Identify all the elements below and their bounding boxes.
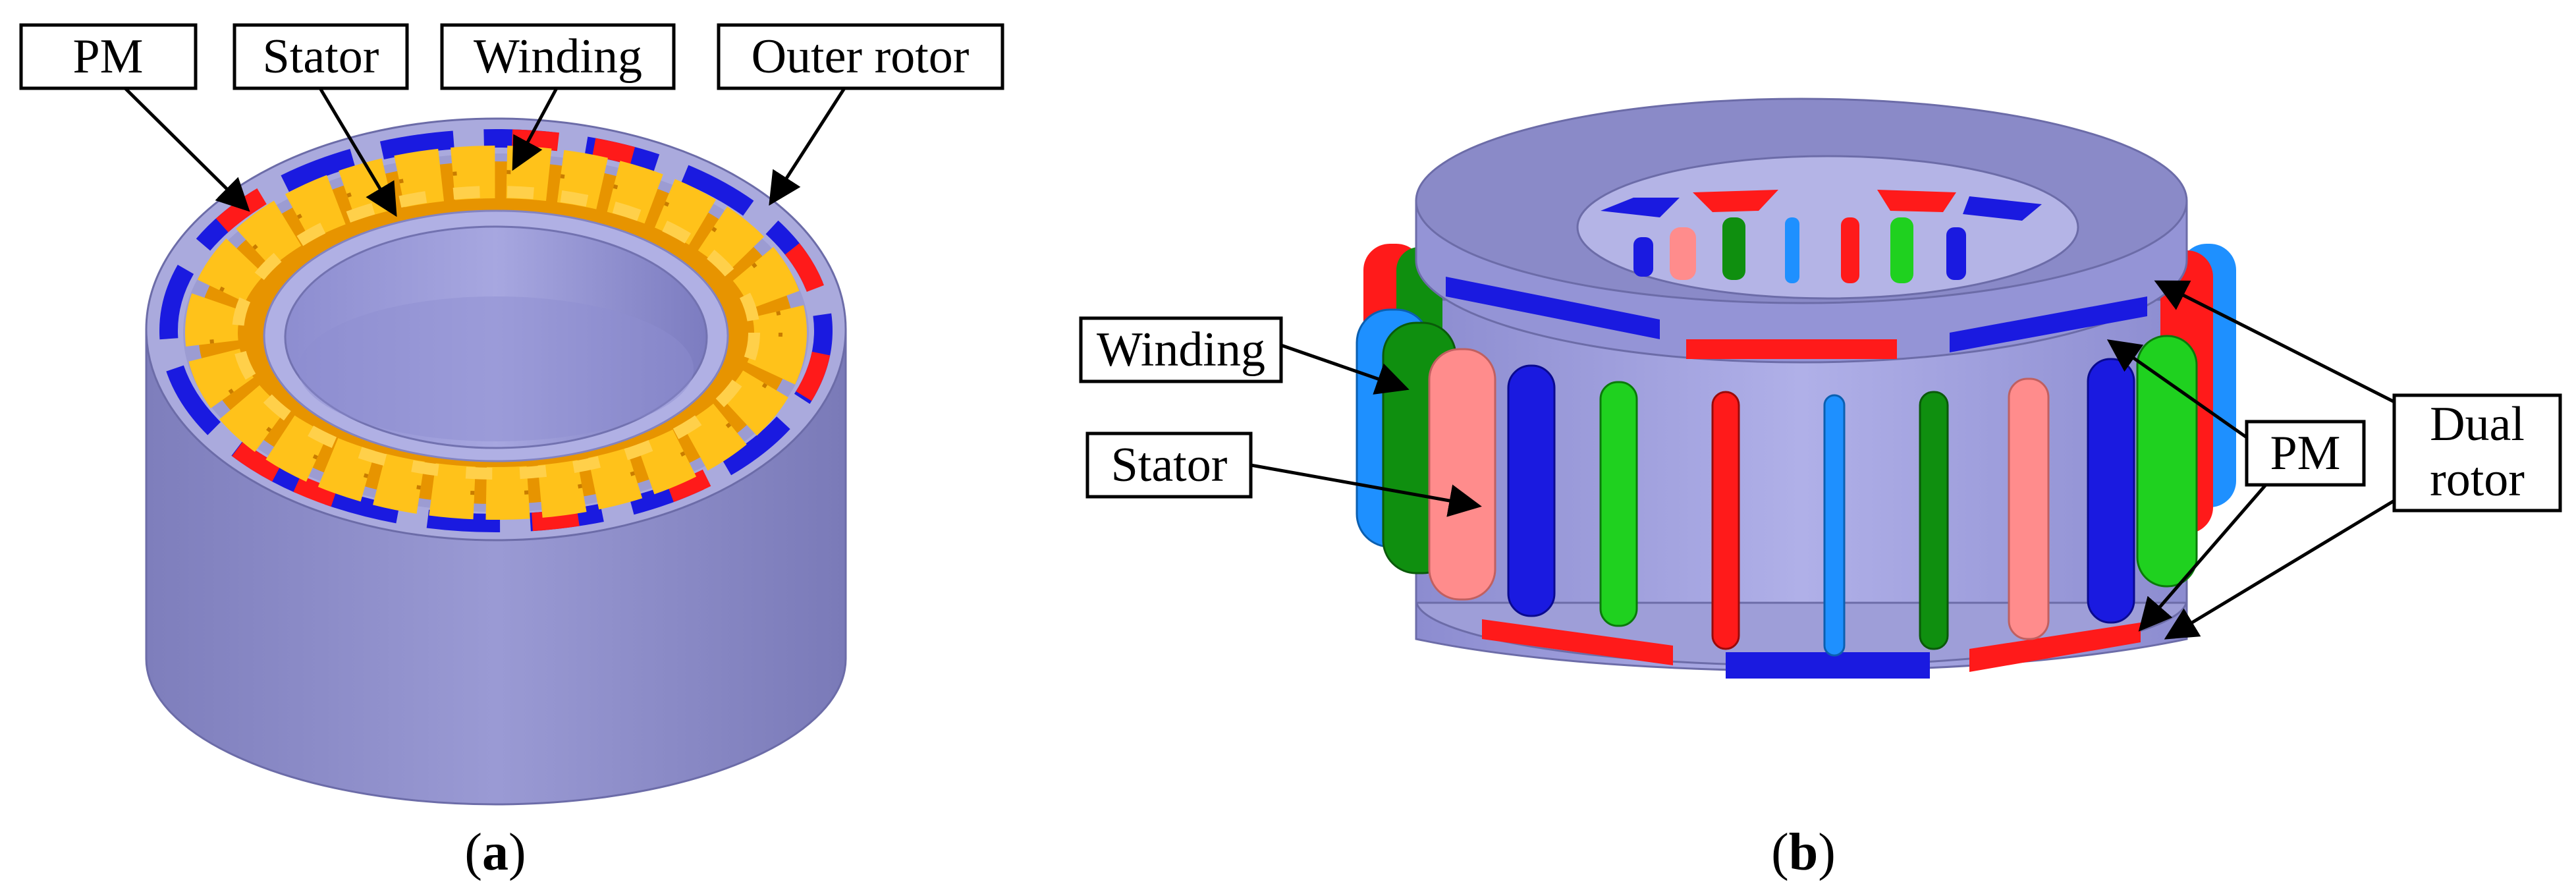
callout-label: Winding xyxy=(474,30,642,84)
inner-pm-ring xyxy=(1601,190,2042,283)
callout-stator-a: Stator xyxy=(233,23,409,217)
callout-label: Outer rotor xyxy=(752,30,970,84)
callout-label: Stator xyxy=(263,30,379,84)
callout-winding-b: Winding xyxy=(1079,316,1410,395)
callout-label: Stator xyxy=(1111,438,1228,492)
callout-label-line2: rotor xyxy=(2430,453,2525,507)
upper-pm-band xyxy=(1446,277,2147,359)
callout-stator-b: Stator xyxy=(1085,431,1482,517)
stator-bore xyxy=(284,225,708,449)
panel-a-motor xyxy=(145,117,847,806)
caption-a: (a) xyxy=(464,823,526,881)
callout-label: PM xyxy=(73,30,144,84)
callout-pm-b: PM xyxy=(2106,339,2366,632)
panel-b-motor xyxy=(1356,97,2236,679)
lower-pm-band xyxy=(1482,619,2141,679)
callout-dual-rotor-b: Dual rotor xyxy=(2154,280,2562,640)
callout-pm-a: PM xyxy=(19,23,250,212)
callout-label: Winding xyxy=(1097,323,1265,377)
pm-ring xyxy=(159,129,833,532)
callout-label-line1: Dual xyxy=(2430,397,2525,451)
callout-outer-rotor-a: Outer rotor xyxy=(717,23,1004,206)
caption-b: (b) xyxy=(1771,823,1836,881)
callout-label: PM xyxy=(2270,426,2341,480)
upper-rotor-bore xyxy=(1576,155,2079,300)
callout-winding-a: Winding xyxy=(440,23,676,171)
